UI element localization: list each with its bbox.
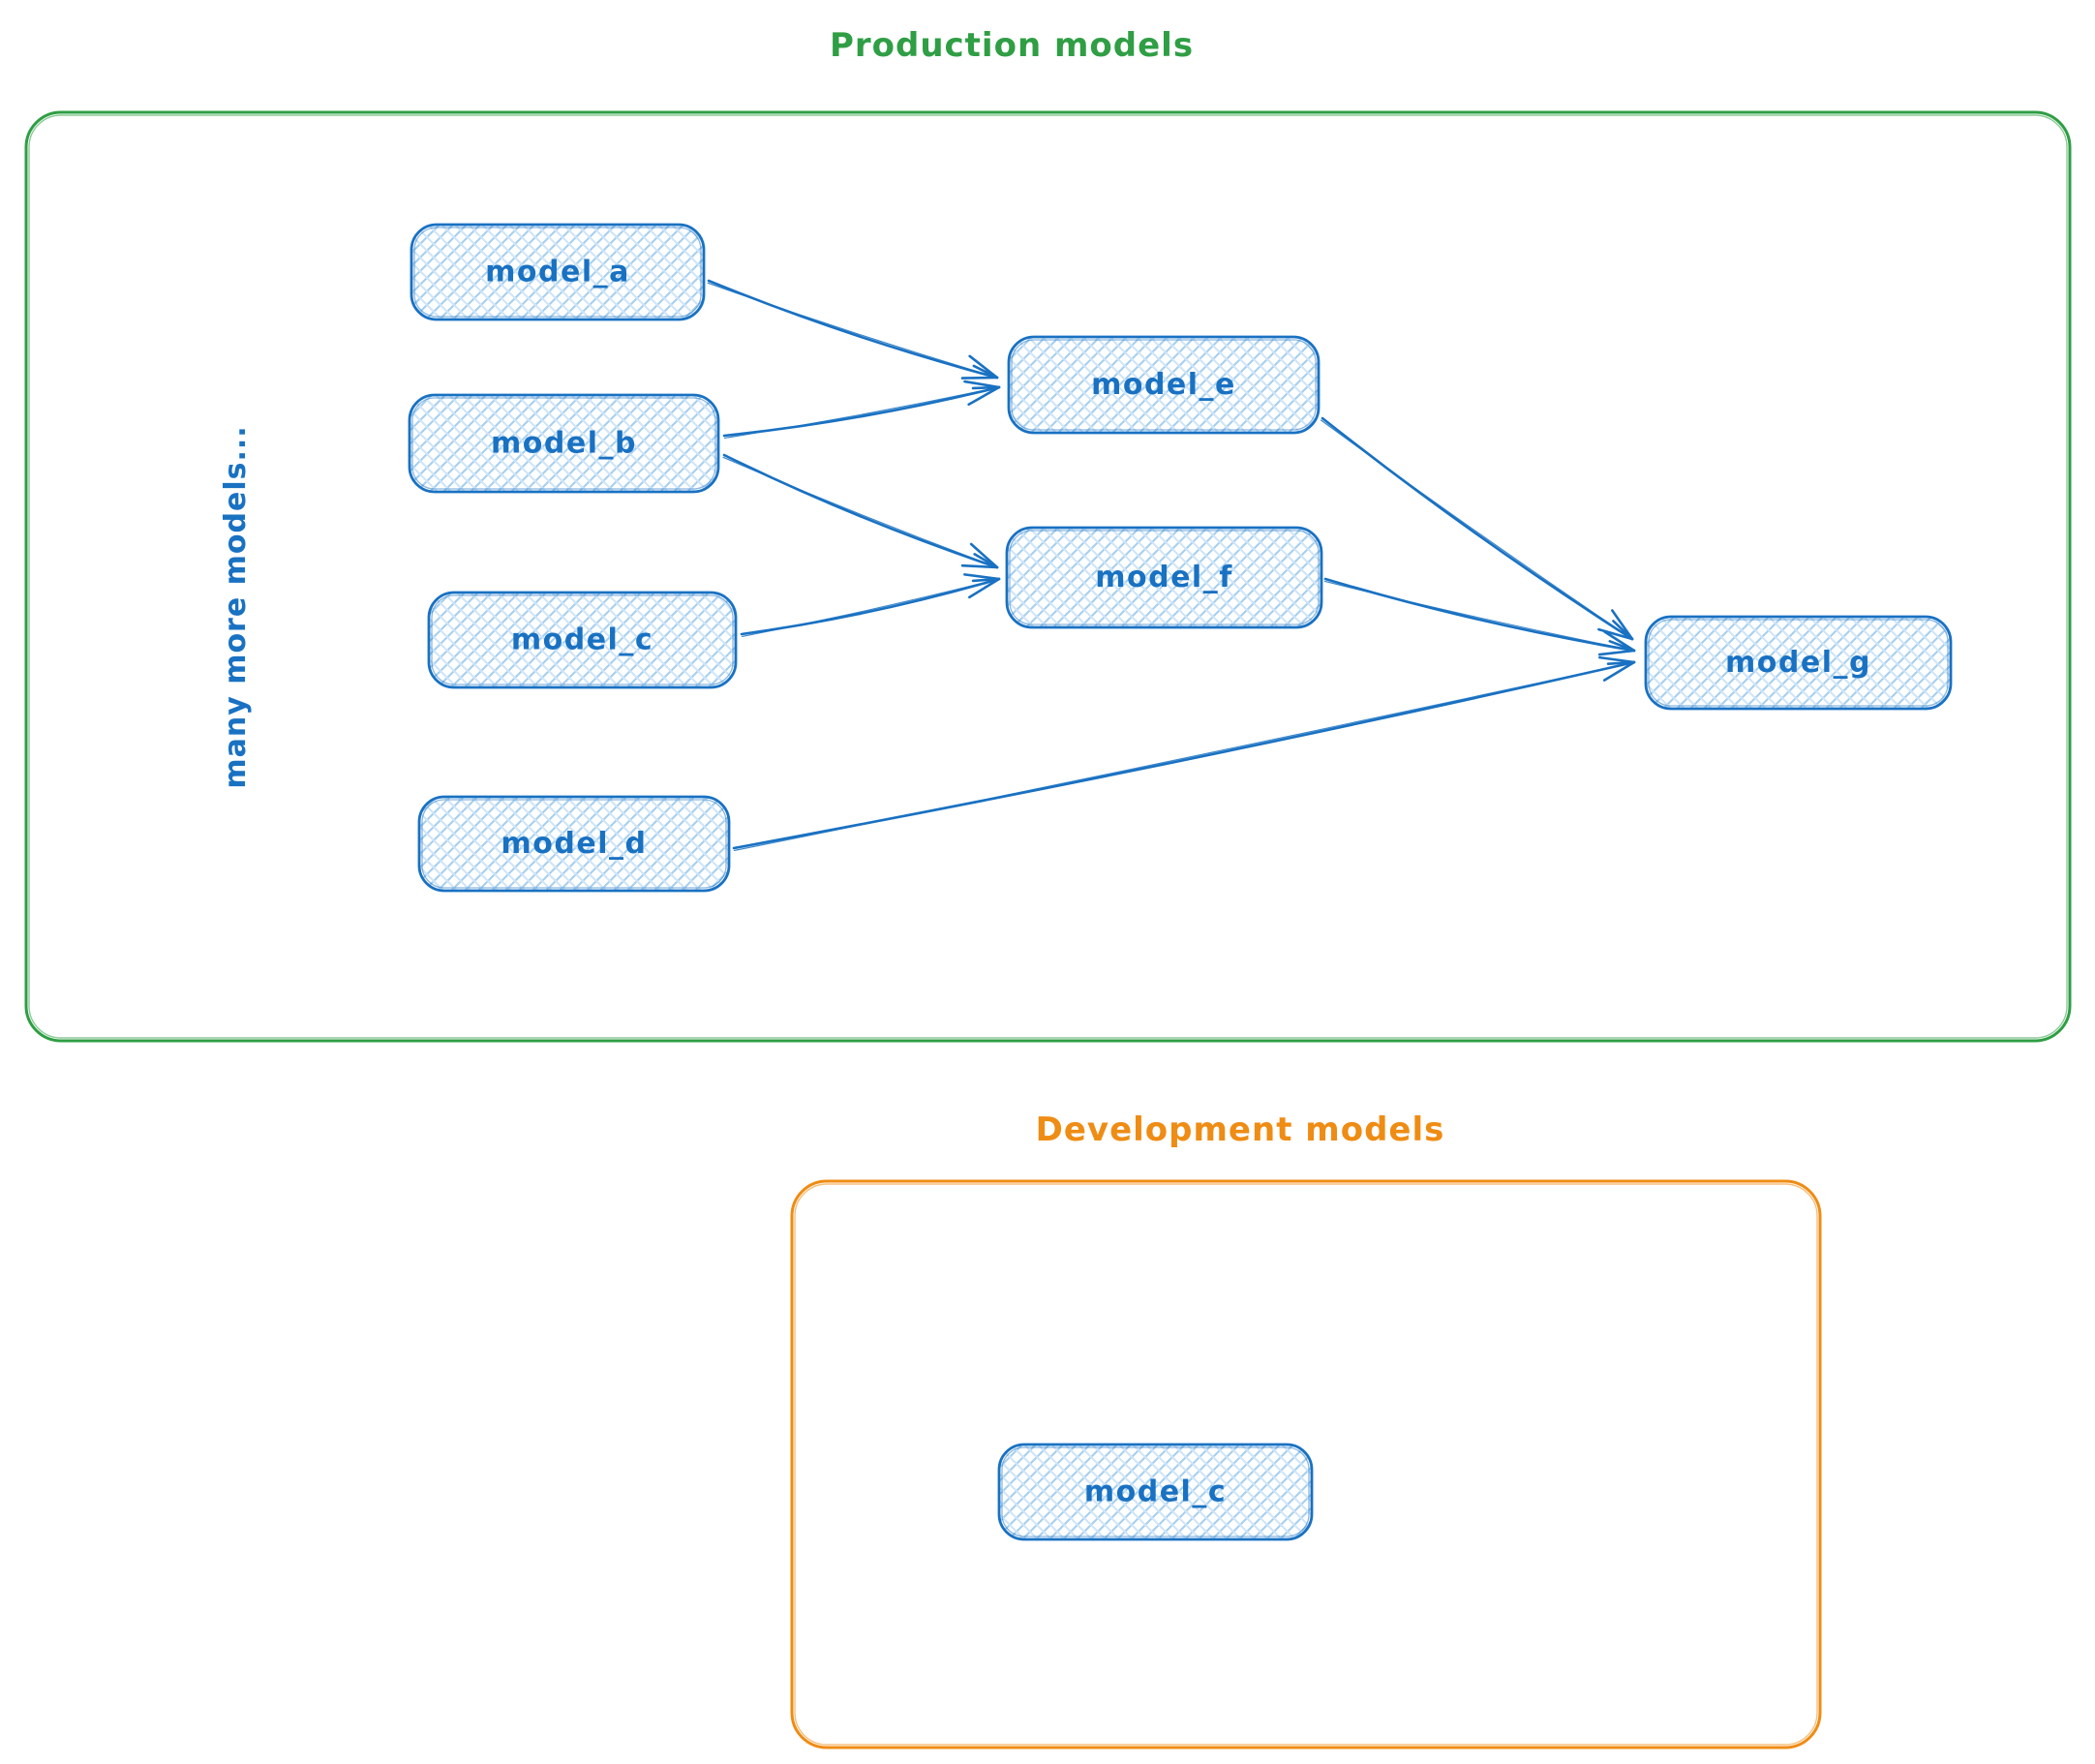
development-frame[interactable] [790, 1179, 1822, 1749]
node-model_e[interactable]: model_e [1007, 335, 1321, 435]
development-section-title[interactable]: Development models [1036, 1110, 1445, 1149]
node-model_c_dev[interactable]: model_c [997, 1443, 1314, 1541]
production-frame[interactable] [24, 110, 2072, 1043]
node-model_b[interactable]: model_b [408, 393, 720, 494]
node-model_c[interactable]: model_c [427, 591, 738, 689]
section-frames [24, 110, 2072, 1749]
node-label: model_g [1725, 646, 1871, 680]
node-label: model_e [1091, 368, 1236, 402]
node-model_g[interactable]: model_g [1644, 615, 1953, 711]
arrow-model_b-to-model_f[interactable] [722, 453, 999, 569]
node-label: model_f [1095, 561, 1233, 594]
node-model_d[interactable]: model_d [417, 795, 731, 893]
arrow-model_b-to-model_e[interactable] [722, 380, 1001, 440]
node-model_a[interactable]: model_a [410, 223, 706, 321]
arrow-model_d-to-model_g[interactable] [732, 655, 1636, 852]
production-section-title[interactable]: Production models [830, 26, 1194, 65]
nodes-layer: model_a model_b model_c model_d model_emodel… [408, 223, 1953, 1541]
node-label: model_b [491, 427, 637, 461]
arrow-model_c-to-model_f[interactable] [740, 573, 1001, 638]
node-label: model_c [511, 623, 653, 657]
node-label: model_d [501, 827, 648, 861]
node-model_f[interactable]: model_f [1005, 526, 1323, 629]
arrow-model_f-to-model_g[interactable] [1323, 577, 1636, 656]
many-more-models-note[interactable]: many more models... [219, 425, 253, 788]
arrow-model_a-to-model_e[interactable] [707, 279, 999, 380]
arrow-model_e-to-model_g[interactable] [1320, 416, 1634, 641]
node-label: model_a [485, 256, 630, 289]
edges-layer [707, 279, 1636, 852]
node-label: model_c [1084, 1475, 1227, 1509]
